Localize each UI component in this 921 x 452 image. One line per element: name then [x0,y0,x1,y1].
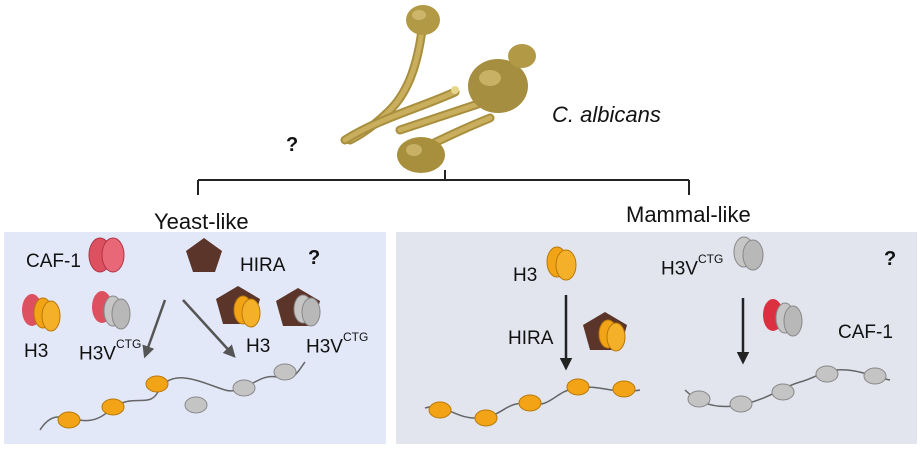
mammal-h3v-icon [733,236,764,271]
hira-h3-complex [216,286,261,328]
yeast-h3v-right-label: H3VCTG [306,330,369,358]
caf1-complex-icon [88,237,125,273]
mammal-question-mark: ? [884,248,897,270]
c-albicans-illustration [340,5,536,173]
yeast-chromatin-fiber [39,361,306,431]
tree-bracket [197,170,690,195]
mammal-like-panel [396,232,917,444]
mammal-h3v-superscript: CTG [697,252,724,266]
mammal-h3v-chromatin-fiber [684,365,891,413]
yeast-hira-label: HIRA [240,255,286,276]
mammal-h3-chromatin-fiber [424,378,641,427]
mammal-h3-label: H3 [513,265,538,286]
caf1-h3v-complex [92,291,131,330]
mammal-like-title: Mammal-like [626,202,751,227]
mammal-caf1-h3v-complex [763,299,803,337]
yeast-deposition-arrows [142,299,236,359]
mammal-caf1-label: CAF-1 [838,322,893,343]
yeast-question-mark: ? [308,247,321,269]
yeast-h3-right-label: H3 [246,336,271,357]
yeast-h3v-right-superscript: CTG [342,330,369,344]
top-question-mark: ? [286,134,299,156]
mammal-hira-label: HIRA [508,328,554,349]
organism-label: C. albicans [552,102,661,127]
yeast-like-title: Yeast-like [154,209,249,234]
caf1-h3-complex [22,294,61,332]
yeast-h3-left-label: H3 [24,341,49,362]
yeast-h3v-left-label: H3VCTG [79,337,142,365]
mammal-hira-h3-complex [583,312,627,352]
hira-pentagon-icon [186,238,222,272]
mammal-h3v-label: H3VCTG [661,252,724,280]
yeast-caf1-label: CAF-1 [26,251,81,272]
mammal-h3-icon [546,246,577,281]
yeast-h3v-left-superscript: CTG [115,337,142,351]
hira-h3v-complex [276,288,321,327]
mammal-deposition-arrows [559,295,750,371]
